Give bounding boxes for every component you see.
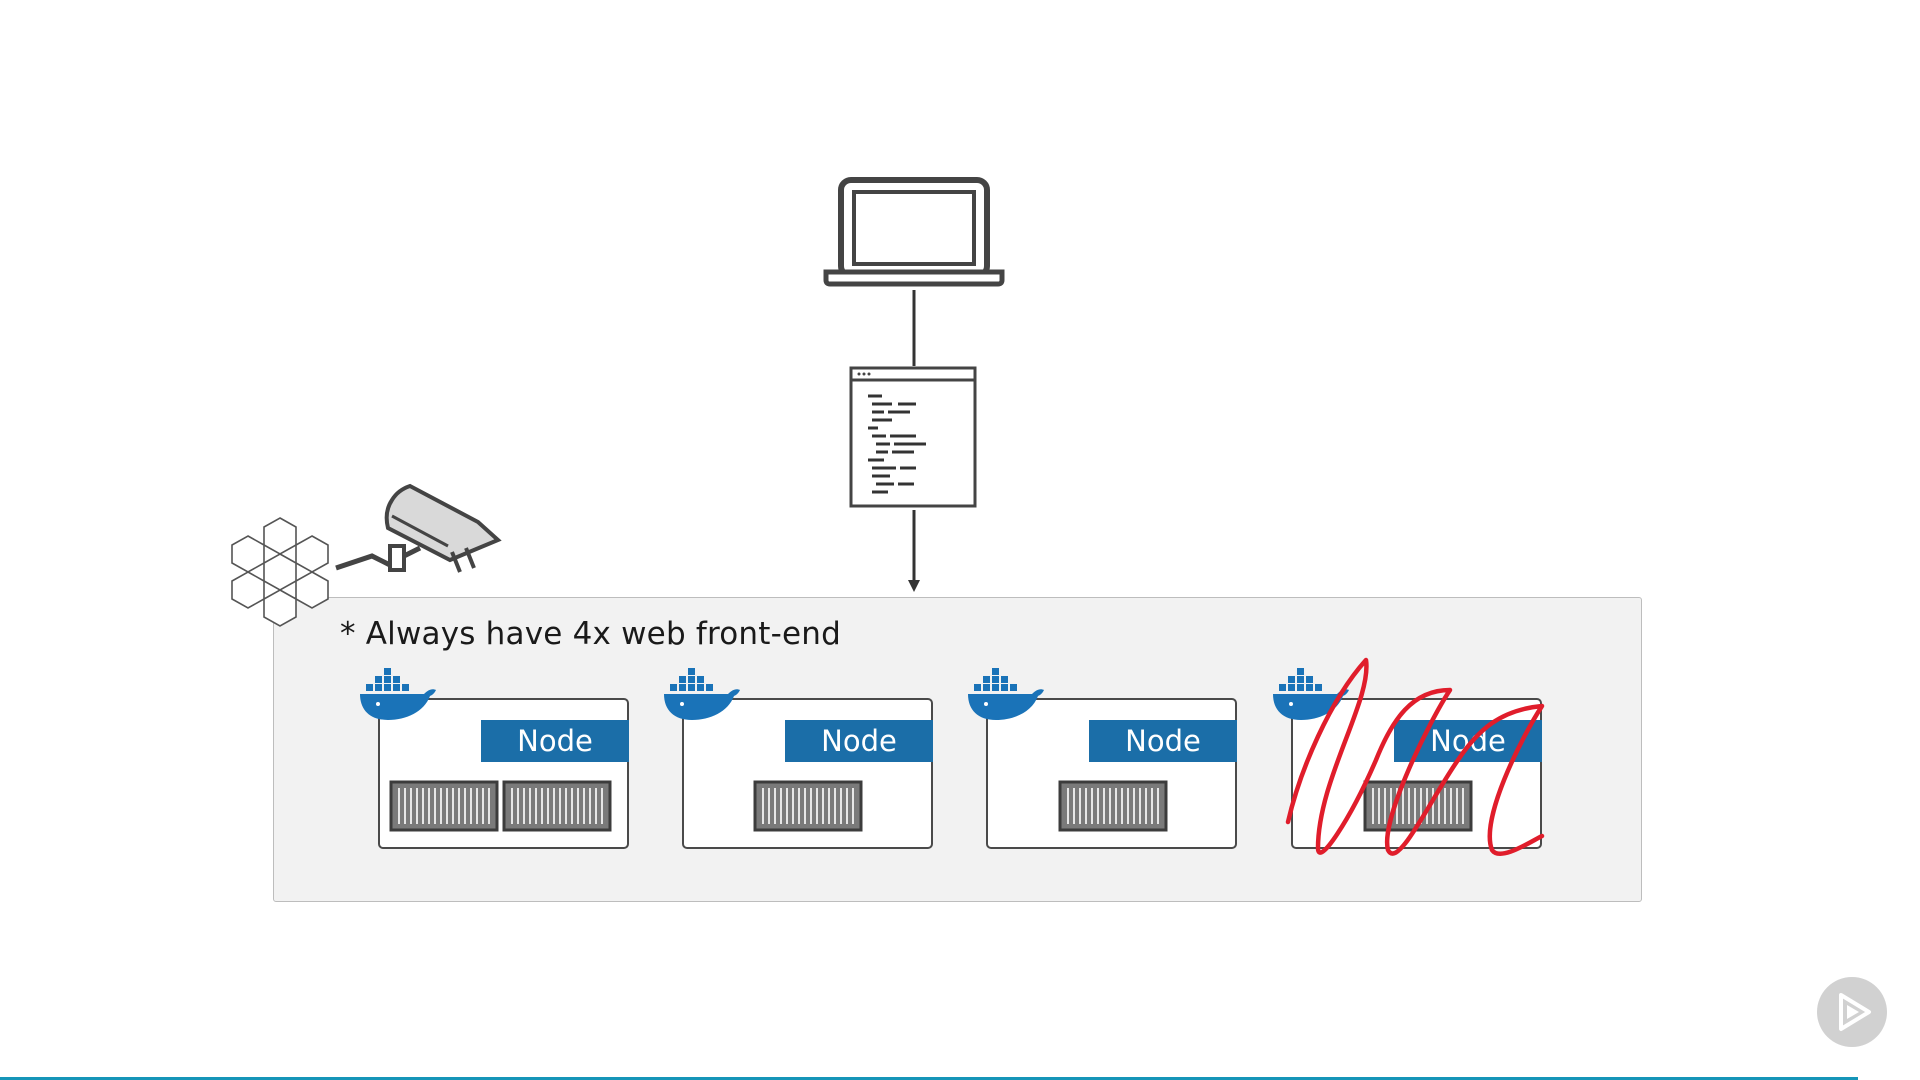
container-icon <box>389 780 499 832</box>
docker-whale-icon <box>360 668 436 720</box>
container-icon <box>502 780 612 832</box>
play-icon <box>1839 993 1871 1031</box>
failed-node-scribble <box>1285 657 1545 856</box>
progress-accent-bar <box>0 1077 1858 1080</box>
desired-state-note: * Always have 4x web front-end <box>340 616 842 652</box>
docker-whale-icon <box>1273 668 1349 720</box>
container-icon <box>1058 780 1168 832</box>
node-card-3: Node <box>986 698 1237 849</box>
container-icon <box>753 780 863 832</box>
arrow-down <box>908 510 920 592</box>
config-file-icon <box>849 366 977 508</box>
laptop-icon <box>823 177 1005 287</box>
hexagon-cluster-icon <box>231 517 329 627</box>
security-camera-icon <box>335 483 502 573</box>
node-label: Node <box>481 720 629 762</box>
node-label: Node <box>1089 720 1237 762</box>
docker-whale-icon <box>664 668 740 720</box>
play-button[interactable] <box>1817 977 1887 1047</box>
node-label: Node <box>785 720 933 762</box>
docker-whale-icon <box>968 668 1044 720</box>
